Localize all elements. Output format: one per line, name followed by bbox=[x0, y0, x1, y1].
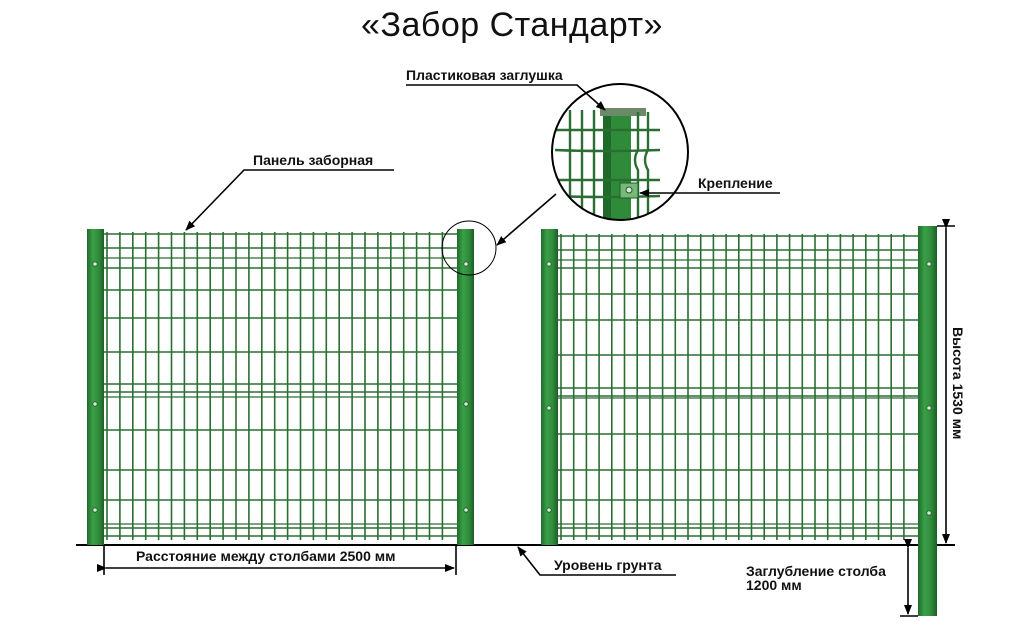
clamp-dot bbox=[926, 510, 932, 516]
post-2 bbox=[457, 229, 474, 545]
clamp-dot bbox=[463, 261, 469, 267]
label-height: Высота 1530 мм bbox=[950, 327, 966, 440]
clamp-dot bbox=[463, 401, 469, 407]
clamp-dot bbox=[546, 261, 552, 267]
label-depth-line2: 1200 мм bbox=[746, 577, 802, 593]
clamp-dot bbox=[92, 401, 98, 407]
label-mount: Крепление bbox=[698, 175, 773, 191]
callout-plastic-cap bbox=[406, 84, 606, 111]
clamp-dot bbox=[92, 261, 98, 267]
magnified-detail bbox=[551, 83, 689, 221]
callout-zoom bbox=[496, 193, 557, 246]
clamp-dot bbox=[546, 405, 552, 411]
detail-highlight-circle bbox=[441, 220, 497, 276]
clamp-dot bbox=[546, 507, 552, 513]
post-4 bbox=[918, 226, 937, 616]
label-spacing: Расстояние между столбами 2500 мм bbox=[136, 548, 396, 564]
post-3 bbox=[541, 229, 558, 545]
callout-ground bbox=[517, 546, 676, 576]
label-depth-line1: Заглубление столба bbox=[746, 563, 886, 579]
fence-panel-right bbox=[557, 234, 919, 540]
clamp-dot bbox=[926, 261, 932, 267]
clamp-dot bbox=[926, 405, 932, 411]
label-ground: Уровень грунта bbox=[554, 557, 662, 573]
clamp-dot bbox=[92, 507, 98, 513]
label-plastic-cap: Пластиковая заглушка bbox=[406, 67, 563, 83]
page-title: «Забор Стандарт» bbox=[361, 6, 663, 44]
label-panel: Панель заборная bbox=[253, 152, 374, 168]
fence-panel-left bbox=[103, 232, 458, 540]
clamp-dot bbox=[463, 507, 469, 513]
callout-panel bbox=[185, 169, 394, 231]
post-1 bbox=[87, 229, 104, 545]
